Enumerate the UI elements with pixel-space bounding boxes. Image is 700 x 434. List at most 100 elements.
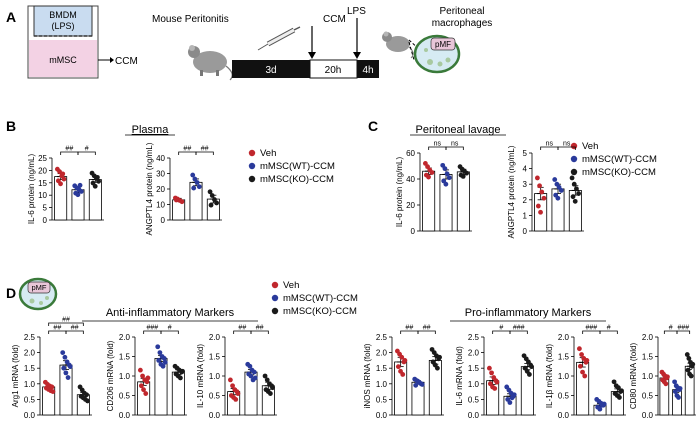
- data-point: [214, 200, 220, 206]
- data-point: [140, 373, 145, 379]
- significance-bracket: [445, 146, 464, 150]
- data-point: [444, 171, 450, 177]
- data-point: [209, 193, 215, 198]
- data-point: [534, 175, 540, 181]
- data-point: [173, 197, 179, 203]
- timeline-4h: [357, 60, 379, 78]
- data-point: [67, 364, 73, 370]
- ccm-arrowhead-icon: [110, 57, 114, 63]
- y-axis-label: IL-6 protein (ng/mL): [395, 157, 404, 228]
- data-point: [529, 364, 534, 370]
- timeline-3d: [232, 60, 310, 78]
- significance-bracket: [160, 330, 179, 334]
- significance-label: ##: [201, 146, 209, 153]
- data-point: [616, 395, 622, 400]
- pro-inflammatory-title: Pro-inflammatory Markers: [465, 307, 592, 319]
- y-tick-label: 25: [38, 154, 47, 163]
- data-point: [582, 373, 588, 379]
- y-tick-label: 0.5: [468, 395, 480, 404]
- y-axis-label: Arg1 mRNA (fold): [11, 344, 20, 407]
- y-tick-label: 0.0: [24, 411, 36, 420]
- significance-label: ##: [71, 325, 79, 332]
- data-point: [190, 172, 196, 178]
- data-point: [50, 389, 56, 394]
- significance-label: #: [669, 325, 673, 332]
- significance-label: ##: [238, 325, 246, 332]
- data-point: [395, 364, 401, 370]
- y-tick-label: 0: [523, 227, 528, 236]
- y-axis-label: IL-1β mRNA (fold): [545, 344, 554, 409]
- y-tick-label: 1.0: [24, 380, 36, 389]
- y-tick-label: 0.0: [642, 411, 654, 420]
- data-point: [143, 391, 149, 396]
- significance-bracket: [195, 151, 214, 155]
- data-point: [267, 391, 273, 396]
- significance-label: ###: [677, 325, 689, 332]
- significance-bracket: [509, 330, 528, 334]
- data-point: [426, 174, 431, 180]
- y-tick-label: 20: [406, 201, 415, 210]
- bar: [411, 381, 425, 416]
- data-point: [58, 181, 63, 187]
- ccm-label: CCM: [323, 14, 346, 25]
- significance-label: ns: [563, 141, 571, 148]
- data-point: [192, 176, 198, 182]
- svg-text:4h: 4h: [362, 65, 373, 76]
- data-point: [191, 185, 197, 191]
- significance-bracket: [48, 322, 84, 326]
- data-point: [156, 358, 162, 363]
- y-tick-label: 0.0: [468, 411, 480, 420]
- data-point: [526, 372, 532, 377]
- significance-label: #: [85, 146, 89, 153]
- y-tick-label: 0.5: [209, 392, 221, 401]
- y-axis-label: iNOS mRNA (fold): [363, 343, 372, 408]
- significance-bracket: [417, 330, 436, 334]
- data-point: [569, 175, 575, 181]
- data-point: [688, 373, 694, 379]
- significance-label: ns: [451, 141, 459, 148]
- data-point: [196, 184, 202, 190]
- model-label: Mouse Peritonitis: [152, 14, 229, 25]
- data-point: [155, 344, 161, 350]
- data-point: [443, 181, 449, 187]
- y-tick-label: 1.5: [468, 364, 480, 373]
- chart-d5: 0.00.51.01.52.02.5IL-6 mRNA (fold)####: [455, 325, 536, 420]
- data-point: [137, 367, 143, 373]
- data-point: [507, 400, 513, 405]
- y-tick-label: 20: [38, 166, 47, 175]
- significance-label: ##: [183, 146, 191, 153]
- data-point: [252, 375, 258, 381]
- significance-label: ##: [256, 325, 264, 332]
- data-point: [672, 379, 678, 385]
- y-tick-label: 1: [523, 211, 528, 220]
- data-point: [270, 385, 275, 391]
- data-point: [494, 379, 500, 385]
- data-point: [233, 397, 239, 402]
- y-tick-label: 2.0: [376, 349, 388, 358]
- data-point: [160, 363, 166, 369]
- y-tick-label: 1.0: [468, 380, 480, 389]
- y-tick-label: 4: [523, 165, 528, 174]
- panel-a-letter: A: [6, 9, 16, 25]
- data-point: [434, 365, 440, 371]
- data-point: [212, 197, 217, 202]
- data-point: [584, 358, 590, 363]
- data-point: [247, 363, 253, 369]
- data-point: [541, 195, 547, 201]
- data-point: [677, 386, 683, 391]
- y-tick-label: 15: [38, 179, 47, 188]
- data-point: [227, 377, 233, 383]
- svg-text:20h: 20h: [325, 65, 342, 76]
- significance-label: #: [499, 325, 503, 332]
- panel-b-title: Plasma: [132, 124, 170, 136]
- svg-text:Veh: Veh: [283, 280, 299, 291]
- y-tick-label: 1.5: [642, 353, 654, 362]
- y-tick-label: 40: [406, 175, 415, 184]
- data-point: [144, 379, 150, 385]
- data-point: [96, 178, 102, 184]
- y-tick-label: 0.5: [24, 395, 36, 404]
- svg-text:mMSC(WT)-CCM: mMSC(WT)-CCM: [582, 154, 657, 165]
